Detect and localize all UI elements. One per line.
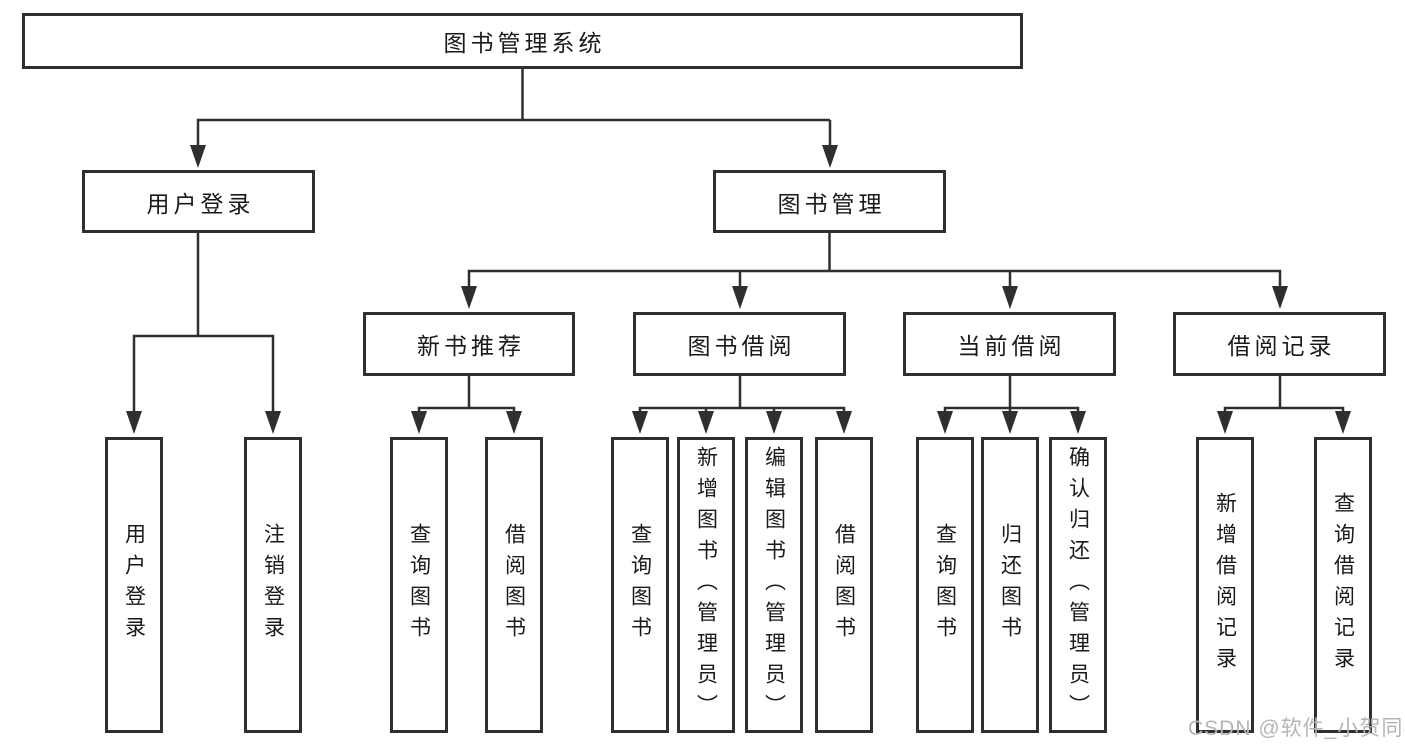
leaf-logout: 注销登录 [244,437,302,733]
leaf-user-login: 用户登录 [105,437,163,733]
node-borrow-records: 借阅记录 [1173,312,1386,376]
connector-root-to-level2 [190,69,838,168]
leaf-query-borrow-record: 查询借阅记录 [1314,437,1372,733]
leaf-query-books-2: 查询图书 [611,437,669,733]
leaf-query-books-1: 查询图书 [390,437,448,733]
connector-bookborrow-to-leaves [632,376,852,434]
leaf-query-books-3: 查询图书 [916,437,974,733]
node-new-book-recommend: 新书推荐 [363,312,575,376]
node-user-login: 用户登录 [82,170,315,233]
node-book-management: 图书管理 [713,170,946,233]
node-current-borrow: 当前借阅 [903,312,1116,376]
csdn-watermark: CSDN @软件_小贺同学 [1188,717,1405,740]
leaf-edit-books-admin: 编辑图书（管理员） [745,437,803,733]
connector-newbookrec-to-leaves [411,376,522,434]
leaf-borrow-books-1: 借阅图书 [485,437,543,733]
connector-userlogin-to-leaves [126,233,281,434]
leaf-borrow-books-2: 借阅图书 [815,437,873,733]
connector-borrowrecords-to-leaves [1217,376,1351,434]
node-root: 图书管理系统 [22,13,1023,69]
leaf-add-borrow-record: 新增借阅记录 [1196,437,1254,733]
leaf-return-books: 归还图书 [981,437,1039,733]
leaf-confirm-return-admin: 确认归还（管理员） [1049,437,1107,733]
connector-bookmgmt-to-level3 [461,233,1288,309]
connector-currentborrow-to-leaves [937,376,1086,434]
leaf-add-books-admin: 新增图书（管理员） [677,437,735,733]
node-book-borrow: 图书借阅 [633,312,846,376]
